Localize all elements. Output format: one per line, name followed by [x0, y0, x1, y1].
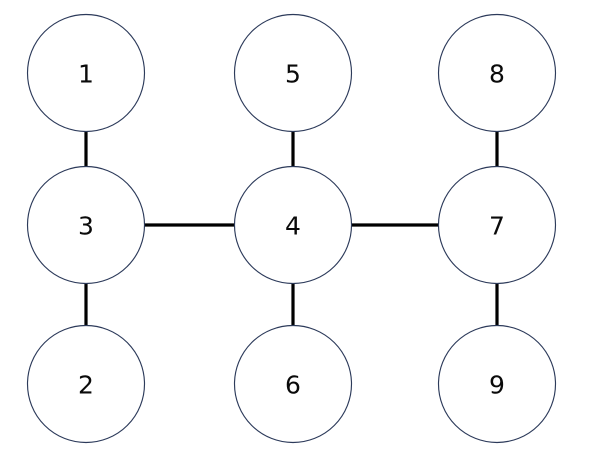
- graph-node-2[interactable]: 2: [26, 324, 146, 444]
- graph-node-circle-5[interactable]: [233, 13, 353, 133]
- graph-node-label-2: 2: [78, 371, 94, 400]
- graph-node-circle-3[interactable]: [26, 165, 146, 285]
- graph-node-5[interactable]: 5: [233, 13, 353, 133]
- graph-node-circle-4[interactable]: [233, 165, 353, 285]
- graph-node-label-7: 7: [489, 212, 505, 241]
- graph-node-circle-9[interactable]: [437, 324, 557, 444]
- graph-node-4[interactable]: 4: [233, 165, 353, 285]
- graph-node-8[interactable]: 8: [437, 13, 557, 133]
- graph-node-6[interactable]: 6: [233, 324, 353, 444]
- graph-node-circle-2[interactable]: [26, 324, 146, 444]
- graph-node-circle-7[interactable]: [437, 165, 557, 285]
- graph-node-label-8: 8: [489, 60, 505, 89]
- graph-node-circle-6[interactable]: [233, 324, 353, 444]
- graph-node-label-5: 5: [285, 60, 301, 89]
- graph-node-9[interactable]: 9: [437, 324, 557, 444]
- graph-node-label-3: 3: [78, 212, 94, 241]
- graph-node-label-4: 4: [285, 212, 301, 241]
- graph-node-circle-8[interactable]: [437, 13, 557, 133]
- graph-node-3[interactable]: 3: [26, 165, 146, 285]
- graph-node-label-9: 9: [489, 371, 505, 400]
- node-layer: 1 2 3 4 5 6 7 8 9: [26, 13, 557, 444]
- graph-node-1[interactable]: 1: [26, 13, 146, 133]
- graph-node-7[interactable]: 7: [437, 165, 557, 285]
- edge-layer: [84, 131, 499, 326]
- graph-node-label-1: 1: [78, 60, 94, 89]
- graph-node-label-6: 6: [285, 371, 301, 400]
- graph-node-circle-1[interactable]: [26, 13, 146, 133]
